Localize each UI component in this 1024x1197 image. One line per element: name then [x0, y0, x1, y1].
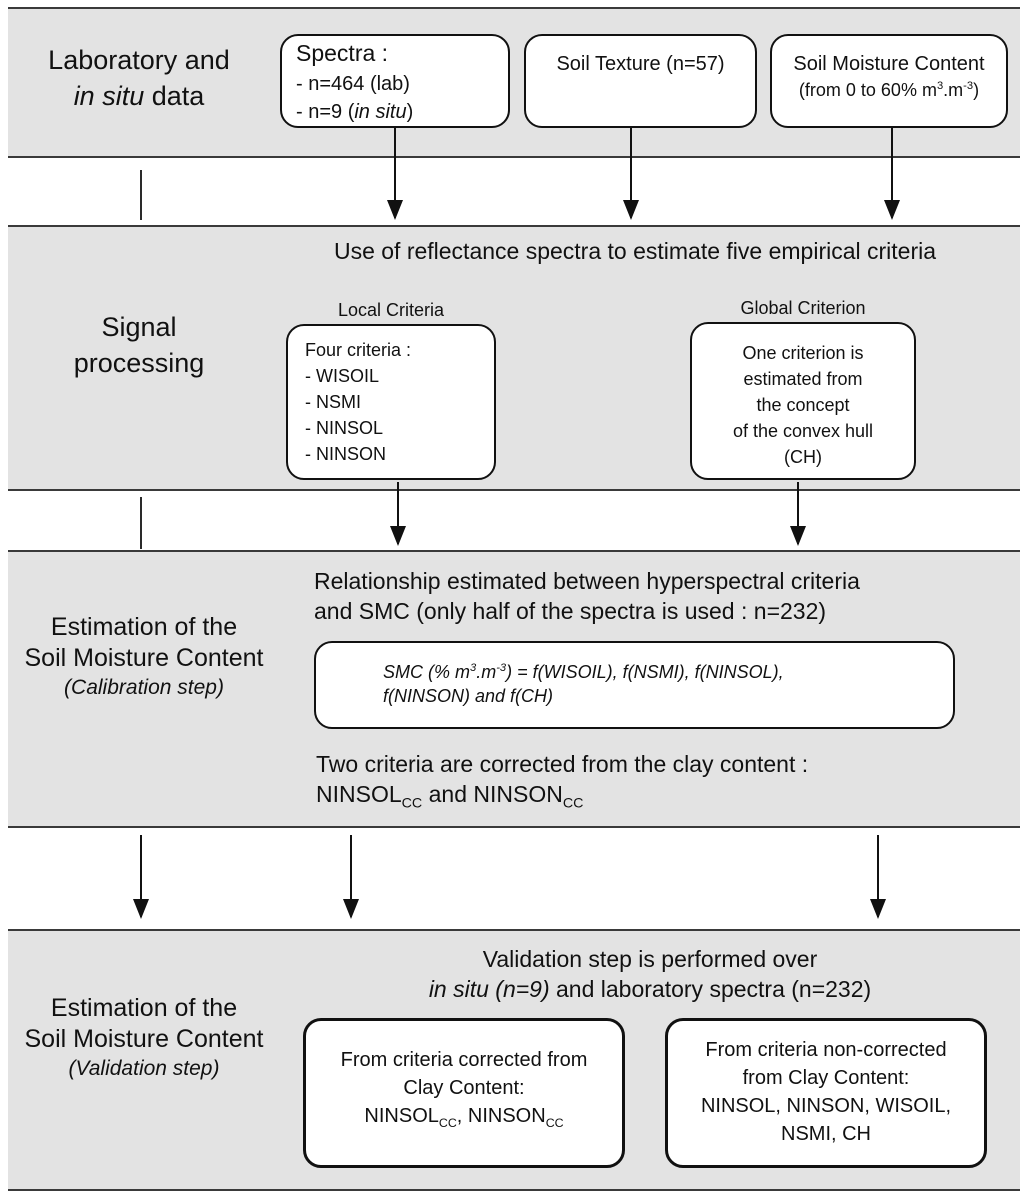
formula-box [314, 641, 955, 729]
noncorrected-text: From criteria non-corrected from Clay Co… [700, 1039, 952, 1145]
divider [8, 826, 1020, 828]
arrow-down [387, 128, 403, 220]
local-criteria-box [286, 324, 496, 480]
spectra-insitu: - n=9 (in situ) [296, 101, 414, 123]
local-criterion: - NINSOL [305, 418, 384, 438]
divider [8, 7, 1020, 9]
formula-text: SMC (% m3.m-3) = f(WISOIL), f(NSMI), f(N… [383, 662, 784, 707]
global-criterion-label: Global Criterion [740, 298, 866, 318]
smc-title: Soil Moisture Content [793, 53, 985, 75]
stage4-title: Estimation of the Soil Moisture Content … [24, 994, 264, 1080]
global-criterion-box [690, 322, 916, 480]
global-criterion-text: One criterion is estimated from the conc… [732, 343, 874, 468]
local-criterion: - WISOIL [305, 366, 380, 386]
stage3-heading: Relationship estimated between hyperspec… [314, 568, 860, 624]
arrow-down [884, 128, 900, 220]
divider [8, 1189, 1020, 1191]
divider [8, 489, 1020, 491]
arrow-down [623, 128, 639, 220]
corrected-text: From criteria corrected from Clay Conten… [340, 1049, 588, 1130]
divider [8, 156, 1020, 158]
connector-tick [140, 497, 142, 549]
stage1-title: Laboratory and in situ data [48, 45, 230, 112]
arrow-down [390, 482, 406, 546]
soil-texture-label: Soil Texture (n=57) [556, 53, 725, 75]
local-criterion: - NSMI [305, 392, 361, 412]
arrow-down [870, 835, 886, 919]
stage2-heading: Use of reflectance spectra to estimate f… [333, 238, 937, 264]
stage3-note: Two criteria are corrected from the clay… [316, 751, 809, 812]
noncorrected-box [665, 1018, 987, 1168]
divider [8, 550, 1020, 552]
arrow-down [790, 482, 806, 546]
soil-texture-box [524, 34, 757, 128]
local-criterion: - NINSON [305, 444, 386, 464]
local-criteria-label: Local Criteria [337, 300, 445, 320]
stage4-heading: Validation step is performed over in sit… [428, 946, 872, 1002]
arrow-down [133, 835, 149, 919]
corrected-box [303, 1018, 625, 1168]
smc-range: (from 0 to 60% m3.m-3) [798, 80, 980, 100]
arrow-down [343, 835, 359, 919]
spectra-title: Spectra : [296, 40, 389, 66]
stage2-title: Signal processing [73, 312, 205, 379]
local-criteria-title: Four criteria : [305, 340, 412, 360]
divider [8, 225, 1020, 227]
connector-tick [140, 170, 142, 220]
spectra-lab: - n=464 (lab) [296, 73, 410, 95]
spectra-box [280, 34, 510, 128]
stage3-title: Estimation of the Soil Moisture Content … [24, 613, 264, 699]
divider [8, 929, 1020, 931]
smc-box [770, 34, 1008, 128]
